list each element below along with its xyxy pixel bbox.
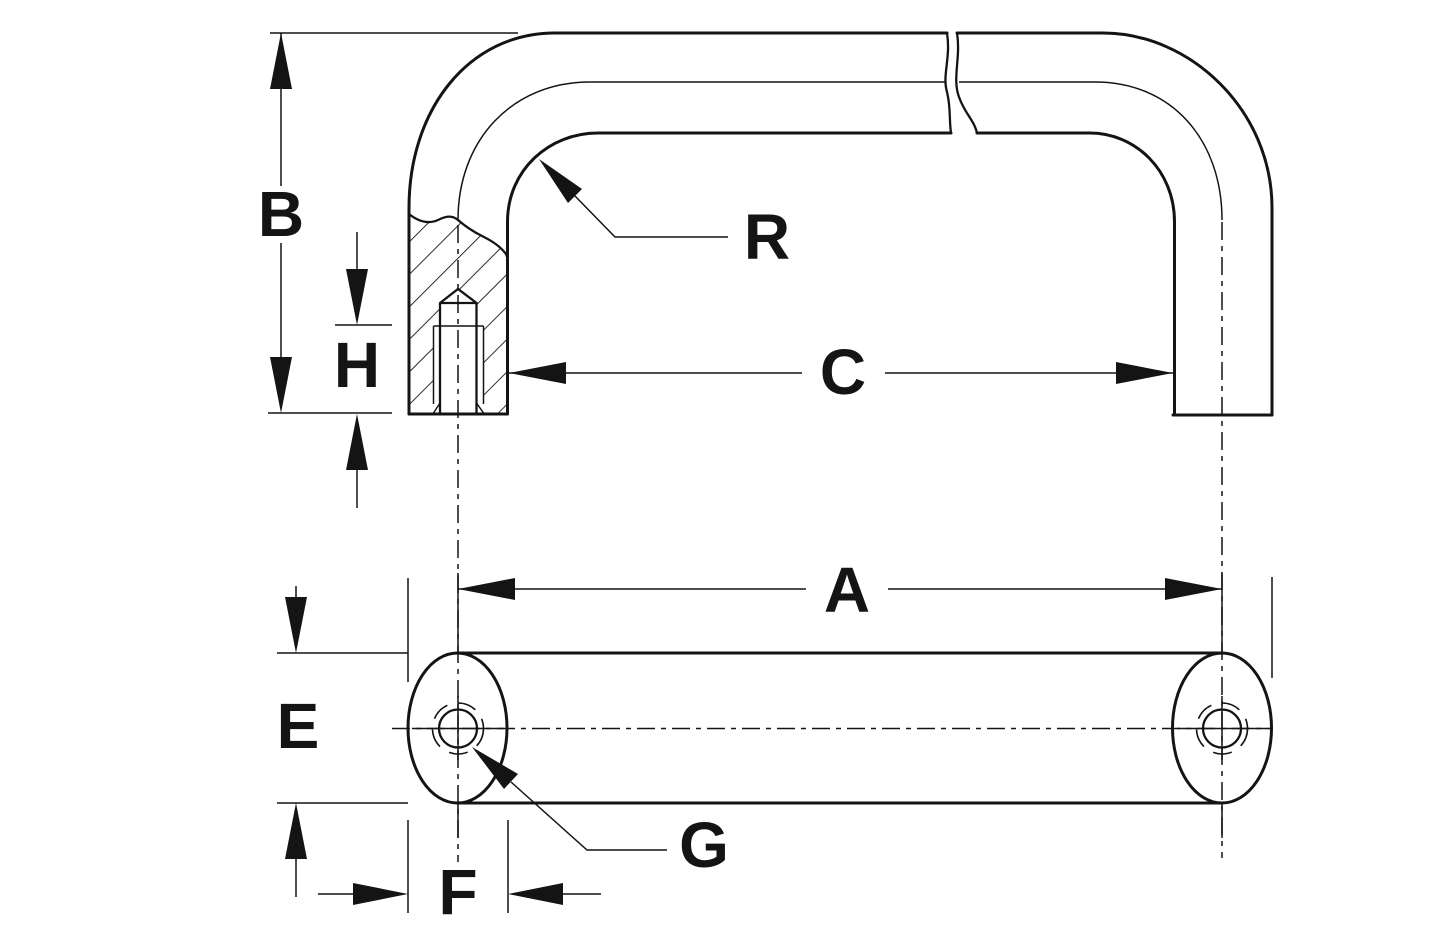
- dimension-f: F: [318, 820, 601, 928]
- g-leader-arrow: [472, 747, 518, 789]
- dimension-label-h: H: [334, 329, 380, 401]
- left-tangent-arc: [457, 81, 591, 221]
- f-arrow-right-pointing: [353, 883, 408, 905]
- r-leader-arrow: [539, 159, 582, 203]
- dimension-label-b: B: [258, 178, 304, 250]
- tapped-hole-void: [433, 289, 484, 413]
- b-arrow-down: [270, 357, 292, 413]
- dimension-b: B: [258, 32, 518, 414]
- g-leader-line: [510, 781, 667, 851]
- f-arrow-left-pointing: [508, 883, 563, 905]
- h-arrow-down: [346, 269, 368, 325]
- e-arrow-up: [285, 803, 307, 859]
- section-break-line: [407, 212, 509, 260]
- b-arrow-up: [270, 33, 292, 89]
- h-arrow-up: [346, 414, 368, 470]
- left-inner-bend-arc: [506, 131, 600, 224]
- right-inner-bend-arc: [1088, 131, 1176, 224]
- a-arrow-left: [458, 578, 515, 600]
- front-view: [407, 31, 1274, 862]
- hole-leader-g: G: [472, 747, 729, 881]
- break-line-right: [955, 31, 979, 135]
- radius-leader-r: R: [539, 159, 790, 273]
- dimension-c: C: [509, 336, 1173, 408]
- dimension-label-a: A: [824, 554, 870, 626]
- dimension-label-r: R: [744, 201, 790, 273]
- c-arrow-right: [1116, 362, 1173, 384]
- bottom-view: [392, 573, 1273, 838]
- dimension-label-f: F: [438, 856, 477, 928]
- left-outer-bend-arc: [407, 31, 557, 210]
- thread-major-outline: [432, 325, 485, 414]
- dimension-label-c: C: [820, 336, 866, 408]
- dimension-e: E: [277, 586, 408, 897]
- right-tangent-arc: [1094, 81, 1223, 221]
- break-symbol: [944, 31, 979, 135]
- dimension-label-e: E: [277, 690, 320, 762]
- c-arrow-left: [509, 362, 566, 384]
- r-leader-line: [574, 195, 728, 238]
- handle-outline: [407, 31, 1274, 417]
- e-arrow-down: [285, 597, 307, 653]
- dimension-label-g: G: [679, 809, 729, 881]
- right-outer-bend-arc: [1101, 31, 1274, 210]
- dimension-h: H: [334, 232, 392, 508]
- left-leg-section: [407, 212, 509, 415]
- a-arrow-right: [1165, 578, 1222, 600]
- dimension-a: A: [407, 554, 1273, 682]
- break-line-left: [944, 31, 953, 135]
